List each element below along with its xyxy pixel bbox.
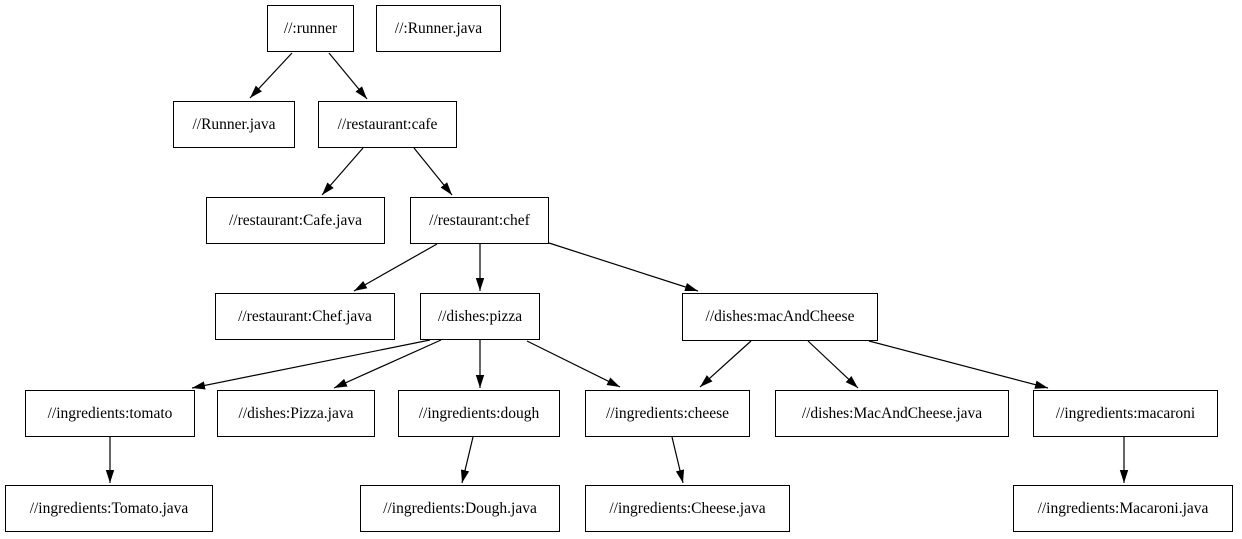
- node-mac-and-cheese-java: //dishes:MacAndCheese.java: [775, 390, 1009, 437]
- node-chef-java: //restaurant:Chef.java: [215, 293, 395, 340]
- edge-cafe-to-cafe-java: [321, 147, 364, 196]
- node-cafe-java: //restaurant:Cafe.java: [206, 197, 385, 244]
- node-chef: //restaurant:chef: [410, 197, 549, 244]
- node-pizza-java: //dishes:Pizza.java: [217, 390, 375, 437]
- edge-runner-to-cafe: [328, 52, 368, 100]
- node-macaroni: //ingredients:macaroni: [1033, 390, 1218, 437]
- node-cheese: //ingredients:cheese: [585, 390, 750, 437]
- edge-mac-and-cheese-to-macaroni: [868, 340, 1049, 389]
- edge-cheese-to-cheese-java: [671, 436, 685, 484]
- node-runner-java: //Runner.java: [173, 101, 295, 148]
- node-cafe: //restaurant:cafe: [318, 101, 457, 148]
- node-cheese-java: //ingredients:Cheese.java: [585, 485, 790, 532]
- edge-chef-to-chef-java: [353, 243, 438, 292]
- node-mac-and-cheese: //dishes:macAndCheese: [682, 293, 878, 341]
- edge-pizza-to-tomato: [191, 339, 431, 390]
- node-dough-java: //ingredients:Dough.java: [360, 485, 560, 532]
- edge-mac-and-cheese-to-cheese: [699, 340, 752, 388]
- edge-pizza-to-pizza-java: [333, 339, 442, 389]
- edge-dough-to-dough-java: [460, 436, 474, 484]
- node-runner-java-file: //:Runner.java: [376, 5, 501, 52]
- edge-runner-to-runner-java: [249, 52, 293, 99]
- node-tomato-java: //ingredients:Tomato.java: [5, 485, 213, 532]
- edge-chef-to-mac-and-cheese: [548, 242, 699, 292]
- node-tomato: //ingredients:tomato: [25, 390, 195, 437]
- node-pizza: //dishes:pizza: [420, 293, 540, 340]
- edge-pizza-to-cheese: [526, 340, 621, 388]
- edge-cafe-to-chef: [413, 147, 453, 196]
- node-macaroni-java: //ingredients:Macaroni.java: [1013, 485, 1233, 532]
- node-dough: //ingredients:dough: [398, 390, 560, 437]
- node-runner: //:runner: [267, 5, 354, 52]
- edge-mac-and-cheese-to-mac-and-cheese-java: [807, 340, 859, 389]
